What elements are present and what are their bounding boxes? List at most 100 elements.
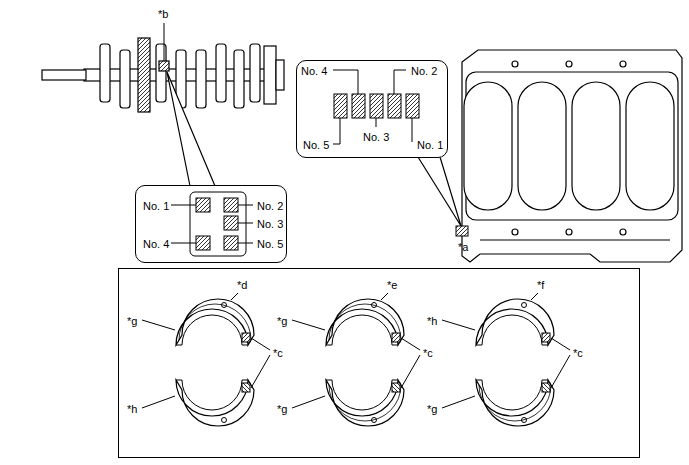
cylinder-block bbox=[480, 239, 670, 240]
crank-marks bbox=[224, 236, 238, 250]
crank-marks bbox=[190, 192, 246, 256]
callout-letter: *g bbox=[277, 403, 287, 415]
bearing-number: No. 4 bbox=[143, 238, 169, 250]
bearing-number: No. 1 bbox=[417, 139, 443, 151]
crank-marks bbox=[196, 198, 210, 212]
leader-lines bbox=[231, 293, 238, 300]
bearing-marks bbox=[334, 94, 347, 118]
crank-marks bbox=[196, 236, 210, 250]
callout-wedge bbox=[418, 157, 461, 226]
crank-marks bbox=[171, 205, 196, 206]
bearing-marks bbox=[333, 70, 419, 144]
leader-line bbox=[164, 23, 165, 61]
callout-box: No. 1 No. 2 No. 3 No. 4 No. 5 bbox=[135, 185, 287, 263]
leader-lines bbox=[442, 396, 475, 408]
bearing-number: No. 3 bbox=[257, 218, 283, 230]
callout-letter: *g bbox=[427, 403, 437, 415]
cylinder-block bbox=[512, 229, 518, 235]
leader-lines bbox=[401, 338, 420, 350]
callout-letter: *c bbox=[273, 347, 283, 359]
crank-marks bbox=[238, 243, 253, 244]
bearing-shells bbox=[329, 385, 401, 421]
callout-letter: *f bbox=[537, 279, 544, 291]
crankshaft bbox=[264, 46, 276, 104]
bearing-shells bbox=[476, 380, 554, 426]
crank-marks bbox=[171, 243, 196, 244]
bearing-marks bbox=[406, 94, 419, 118]
crankshaft bbox=[216, 44, 226, 102]
bearing-marks bbox=[333, 70, 358, 94]
leader-lines bbox=[142, 396, 175, 408]
leader-lines bbox=[381, 293, 388, 300]
bearing-shells bbox=[479, 385, 551, 421]
leader-lines bbox=[292, 396, 325, 408]
callout-letter: *d bbox=[237, 279, 247, 291]
callout-letter: *g bbox=[277, 315, 287, 327]
cylinder-block bbox=[620, 229, 626, 235]
crankshaft bbox=[42, 70, 86, 80]
crankshaft bbox=[120, 50, 130, 108]
bearing-shells bbox=[176, 299, 254, 345]
callout-ground bbox=[296, 60, 448, 158]
bearing-marks bbox=[370, 94, 383, 118]
callout-letter: *b bbox=[158, 8, 168, 20]
callout-letter: *c bbox=[573, 347, 583, 359]
cylinder-block bbox=[464, 82, 512, 210]
bearing-number: No. 1 bbox=[143, 200, 169, 212]
callout-wedge bbox=[418, 157, 461, 226]
leader-lines bbox=[551, 355, 570, 388]
crankshaft bbox=[159, 61, 169, 71]
cylinder-block bbox=[620, 61, 626, 67]
callout-letter: *h bbox=[427, 315, 437, 327]
bearing-shells bbox=[476, 299, 554, 345]
leader-lines bbox=[142, 320, 175, 330]
bearing-marks bbox=[376, 118, 377, 127]
crankshaft bbox=[196, 50, 206, 108]
callout-letter: *h bbox=[127, 403, 137, 415]
crankshaft bbox=[42, 38, 284, 112]
crank-marks bbox=[171, 192, 253, 256]
callout-wedge bbox=[167, 72, 215, 187]
callout-letter: *c bbox=[423, 347, 433, 359]
leader-lines bbox=[442, 320, 475, 330]
bearing-marks bbox=[388, 94, 401, 118]
bearing-shells bbox=[329, 304, 401, 340]
bearing-number: No. 4 bbox=[301, 65, 327, 77]
bearing-panel: *d*e*f*g*g*h*c*c*c*h*g*g bbox=[118, 268, 640, 458]
cylinder-block bbox=[566, 229, 572, 235]
crankshaft bbox=[138, 38, 150, 112]
cylinder-block bbox=[566, 61, 572, 67]
leader-lines bbox=[251, 338, 270, 350]
callout-ground bbox=[135, 185, 287, 263]
bearing-shells bbox=[176, 299, 554, 426]
cylinder-block bbox=[518, 82, 566, 210]
cylinder-block bbox=[626, 82, 674, 210]
bearing-shells bbox=[326, 380, 404, 426]
callout-letter: *a bbox=[458, 241, 468, 253]
crankshaft bbox=[250, 44, 260, 102]
bearing-number: No. 3 bbox=[363, 131, 389, 143]
bearing-number: No. 5 bbox=[257, 238, 283, 250]
crankshaft bbox=[234, 50, 244, 108]
leader-lines bbox=[251, 355, 270, 388]
leader-lines bbox=[401, 355, 420, 388]
bearing-number: No. 2 bbox=[411, 65, 437, 77]
bearing-number: No. 2 bbox=[257, 200, 283, 212]
bearing-number: No. 5 bbox=[303, 139, 329, 151]
stamp-mark bbox=[456, 226, 468, 236]
bearing-shells bbox=[326, 299, 404, 345]
cylinder-block bbox=[572, 82, 620, 210]
callout-letter: *e bbox=[387, 279, 397, 291]
bearing-marks bbox=[333, 118, 340, 144]
callout-wedge bbox=[167, 72, 215, 186]
crank-marks bbox=[238, 205, 253, 206]
cylinder-block bbox=[462, 50, 682, 262]
crankshaft bbox=[100, 44, 110, 102]
bearing-shells bbox=[176, 380, 254, 426]
crank-marks bbox=[238, 223, 253, 224]
cylinder-block bbox=[462, 50, 682, 262]
leader-lines bbox=[142, 293, 570, 408]
bearing-shells bbox=[179, 304, 251, 340]
